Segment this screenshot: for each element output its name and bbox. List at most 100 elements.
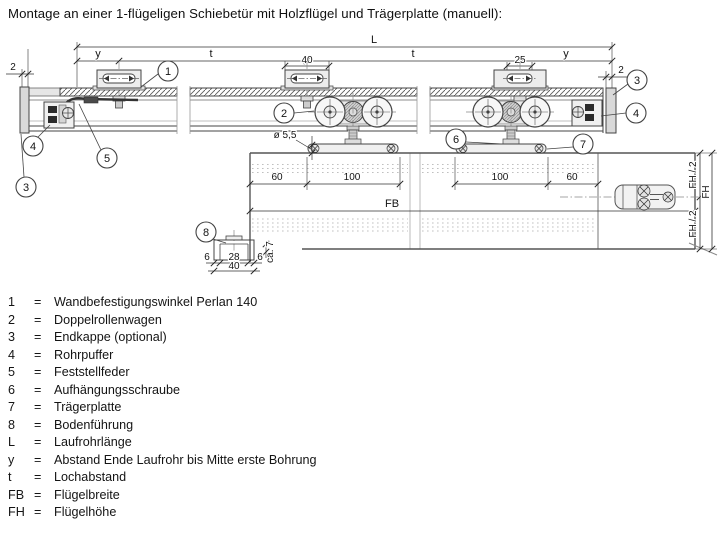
wall-bracket-left bbox=[92, 62, 146, 109]
legend-separator: = bbox=[34, 505, 42, 519]
tube-buffer-left bbox=[43, 101, 75, 129]
legend-label: Laufrohrlänge bbox=[54, 435, 132, 449]
legend-row: y=Abstand Ende Laufrohr bis Mitte erste … bbox=[8, 452, 317, 470]
callouts: 1 2 3 4 5 3 4 bbox=[15, 60, 648, 244]
roller-carriage-left bbox=[308, 93, 398, 145]
legend-key: 6 bbox=[8, 382, 16, 397]
legend-key: 3 bbox=[8, 330, 16, 344]
dim-label-ca7: ca. 7 bbox=[265, 241, 276, 263]
legend-label: Lochabstand bbox=[54, 470, 127, 484]
legend-label: Flügelbreite bbox=[54, 487, 120, 502]
callout-1-number: 1 bbox=[165, 66, 171, 78]
dim-label-6-left: 6 bbox=[204, 252, 210, 263]
callout-3-left-number: 3 bbox=[23, 182, 29, 194]
dim-label-FB: FB bbox=[385, 198, 399, 210]
legend-key: 7 bbox=[8, 400, 16, 414]
dim-label-FH: FH bbox=[701, 185, 712, 198]
dim-label-100-left: 100 bbox=[344, 172, 361, 183]
carrier-plate-right bbox=[455, 143, 547, 154]
dim-label-100-right: 100 bbox=[492, 172, 509, 183]
legend-key: 1 bbox=[8, 295, 16, 309]
legend-key: 5 bbox=[8, 365, 16, 379]
legend-row: 1=Wandbefestigungswinkel Perlan 140 bbox=[8, 294, 317, 312]
legend-label: Endkappe (optional) bbox=[54, 330, 167, 344]
callout-4-right-number: 4 bbox=[633, 108, 639, 120]
legend-key: FB bbox=[8, 487, 25, 502]
legend-row: 8 = Bodenführung bbox=[8, 417, 317, 435]
legend-label: Trägerplatte bbox=[54, 400, 122, 414]
wall-bracket-middle bbox=[280, 62, 334, 109]
legend-row: 4 = Rohrpuffer bbox=[8, 347, 317, 365]
legend-key: 8 bbox=[8, 417, 16, 432]
callout-5-number: 5 bbox=[104, 153, 110, 165]
dim-label-25: 25 bbox=[514, 55, 526, 66]
legend-label: Wandbefestigungswinkel Perlan 140 bbox=[54, 295, 258, 309]
end-cap-right bbox=[605, 87, 617, 134]
dim-label-2-left: 2 bbox=[10, 62, 16, 73]
callout-1: 1 bbox=[157, 60, 179, 82]
dim-label-dia55: ø 5,5 bbox=[274, 130, 297, 141]
legend-key: t bbox=[8, 470, 12, 484]
legend-row: FB = Flügelbreite bbox=[8, 487, 317, 505]
callout-7: 7 bbox=[572, 133, 594, 155]
end-assembly-left bbox=[19, 86, 139, 134]
legend-separator: = bbox=[34, 435, 42, 449]
floor-guide-detail: 6 28 6 40 ca. 7 bbox=[203, 230, 277, 275]
top-dimensions bbox=[6, 42, 628, 90]
callout-4-right: 4 bbox=[625, 102, 647, 124]
legend-key: 4 bbox=[8, 347, 16, 362]
callout-3-left: 3 bbox=[15, 176, 37, 198]
legend-row: t=Lochabstand bbox=[8, 469, 317, 487]
legend-label: Feststellfeder bbox=[54, 365, 130, 379]
legend-separator: = bbox=[34, 347, 42, 362]
roller-carriage-right bbox=[466, 93, 556, 145]
legend-label: Bodenführung bbox=[54, 417, 134, 432]
dim-label-y-left: y bbox=[95, 48, 101, 60]
callout-8-number: 8 bbox=[203, 227, 209, 239]
dim-label-FH2-bottom: FH / 2 bbox=[688, 210, 699, 238]
dim-label-FH2-top: FH / 2 bbox=[688, 161, 699, 189]
legend-row: 5=Feststellfeder bbox=[8, 364, 317, 382]
legend-row: L = Laufrohrlänge bbox=[8, 434, 317, 452]
dim-label-t-left: t bbox=[209, 48, 212, 60]
callout-8: 8 bbox=[195, 221, 217, 243]
end-cap-left bbox=[19, 86, 30, 134]
tube-buffer-right bbox=[571, 99, 603, 127]
callout-6: 6 bbox=[445, 128, 467, 150]
legend-separator: = bbox=[34, 452, 42, 467]
legend-row: 6=Aufhängungsschraube bbox=[8, 382, 317, 400]
door-handle bbox=[560, 184, 705, 211]
dim-label-L: L bbox=[371, 34, 377, 46]
legend-separator: = bbox=[34, 417, 42, 432]
dim-label-2-right: 2 bbox=[618, 65, 624, 76]
door-panel bbox=[249, 152, 718, 262]
figure-title: Montage an einer 1-flügeligen Schiebetür… bbox=[8, 6, 503, 21]
dim-label-6-right: 6 bbox=[257, 252, 263, 263]
callout-leaders bbox=[20, 73, 629, 244]
callout-6-number: 6 bbox=[453, 134, 459, 146]
legend-label: Abstand Ende Laufrohr bis Mitte erste Bo… bbox=[54, 452, 317, 467]
legend: 1=Wandbefestigungswinkel Perlan 140 2=Do… bbox=[8, 294, 317, 522]
legend-key: L bbox=[8, 435, 16, 449]
legend-label: Rohrpuffer bbox=[54, 347, 114, 362]
callout-4-left: 4 bbox=[22, 135, 44, 157]
legend-row: 2=Doppelrollenwagen bbox=[8, 312, 317, 330]
legend-separator: = bbox=[34, 312, 42, 327]
carrier-plate-left bbox=[307, 143, 399, 154]
dim-label-y-right: y bbox=[563, 48, 569, 60]
legend-separator: = bbox=[34, 330, 42, 344]
dim-label-t-right: t bbox=[411, 48, 414, 60]
callout-3-right-number: 3 bbox=[634, 75, 640, 87]
legend-separator: = bbox=[34, 487, 42, 502]
legend-key: 2 bbox=[8, 312, 16, 327]
legend-label: Aufhängungsschraube bbox=[54, 382, 181, 397]
wood-stipple-texture bbox=[252, 163, 597, 232]
dim-label-40-guide: 40 bbox=[228, 261, 240, 272]
legend-separator: = bbox=[34, 400, 42, 414]
callout-7-number: 7 bbox=[580, 139, 586, 151]
legend-row: 3 = Endkappe (optional) bbox=[8, 329, 317, 347]
legend-key: FH bbox=[8, 505, 25, 519]
legend-row: FH=Flügelhöhe bbox=[8, 504, 317, 522]
callout-4-left-number: 4 bbox=[30, 141, 36, 153]
